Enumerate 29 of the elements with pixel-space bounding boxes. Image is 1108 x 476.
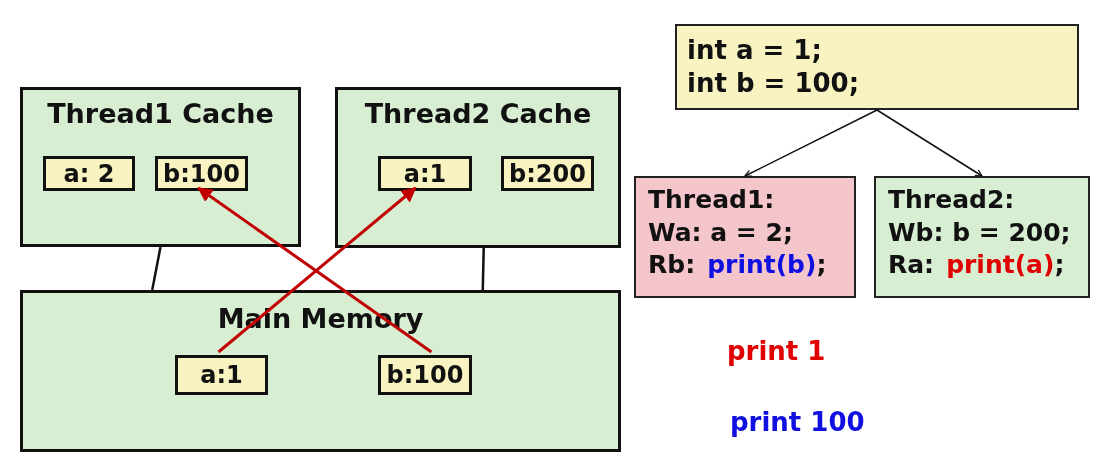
code-line: int a = 1; [687, 34, 823, 67]
box-heading: Thread2 Cache [363, 100, 593, 127]
code-line: int b = 100; [687, 66, 861, 99]
output-note: print 100 [730, 409, 865, 435]
connector-line [151, 246, 162, 291]
arrow [197, 186, 433, 354]
connector-line [481, 247, 485, 291]
arrow [876, 109, 983, 177]
variable-box: a: 2 [43, 156, 135, 191]
variable-box: b:100 [155, 156, 248, 191]
variable-box: b:200 [501, 156, 594, 191]
code-line: Wb: b = 200; [888, 216, 1072, 249]
memory-box [20, 290, 621, 452]
cache-box [335, 87, 621, 248]
code-box [675, 24, 1079, 110]
variable-box: a:1 [378, 156, 472, 191]
code-line: Rb: print(b); [648, 249, 828, 281]
arrow [744, 109, 878, 177]
code-line: Thread2: [888, 184, 1016, 216]
box-heading: Thread1 Cache [46, 100, 275, 127]
thread-code-box [634, 176, 856, 298]
code-line: Thread1: [648, 184, 776, 216]
variable-box: a:1 [175, 355, 268, 395]
code-line: Wa: a = 2; [648, 216, 794, 249]
code-line: Ra: print(a); [888, 249, 1066, 281]
variable-box: b:100 [378, 355, 472, 395]
thread-code-box [874, 176, 1090, 298]
cache-box [20, 87, 301, 247]
output-note: print 1 [727, 338, 826, 364]
